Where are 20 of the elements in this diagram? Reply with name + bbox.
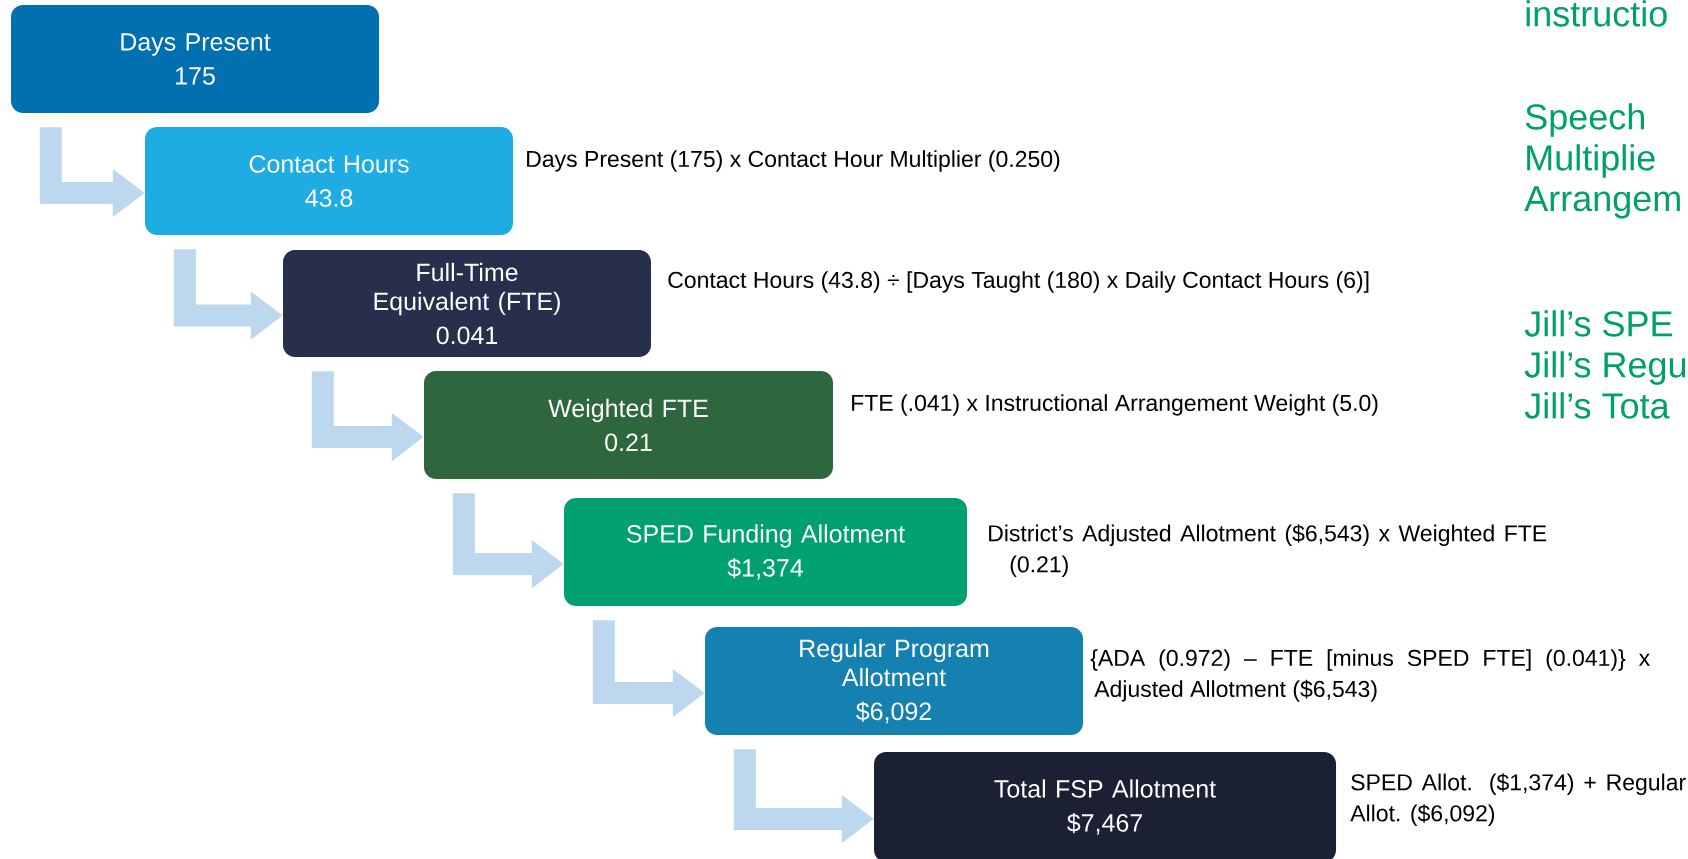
formula-note: {ADA (0.972) – FTE [minus SPED FTE] (0.041)} x Adjusted Allotment ($6,543): [1090, 649, 1650, 702]
process-box: Regular Program Allotment $6,092: [705, 627, 1083, 735]
formula-note: Days Present (175) x Contact Hour Multiplier (0.250): [527, 150, 1060, 172]
process-box: Total FSP Allotment $7,467: [874, 752, 1336, 859]
process-box: SPED Funding Allotment $1,374: [564, 498, 967, 606]
note-text: Arrangem: [1524, 186, 1680, 219]
note-text: instructio: [1526, 0, 1667, 27]
formula-note: FTE (.041) x Instructional Arrangement Weight (5.0): [852, 394, 1378, 416]
note-text: Jill’s SPE: [1524, 310, 1672, 337]
formula-note: SPED Allot. ($1,374) + Regular Allot. ($6,092): [1350, 773, 1686, 826]
formula-note: District’s Adjusted Allotment ($6,543) x Weighted FTE (0.21): [989, 524, 1547, 577]
process-box: Contact Hours 43.8: [145, 127, 513, 235]
note-text: Multiplie: [1527, 144, 1655, 178]
formula-note: Contact Hours (43.8) ÷ [Days Taught (180) x Daily Contact Hours (6)]: [668, 271, 1369, 293]
note-text: Speech: [1525, 103, 1644, 137]
process-box: Days Present 175: [11, 5, 379, 113]
process-box: Weighted FTE 0.21: [424, 371, 833, 479]
note-text: Jill’s Tota: [1524, 392, 1670, 419]
note-text: Jill’s Regu: [1524, 351, 1686, 385]
process-box: Full-Time Equivalent (FTE) 0.041: [283, 250, 651, 357]
